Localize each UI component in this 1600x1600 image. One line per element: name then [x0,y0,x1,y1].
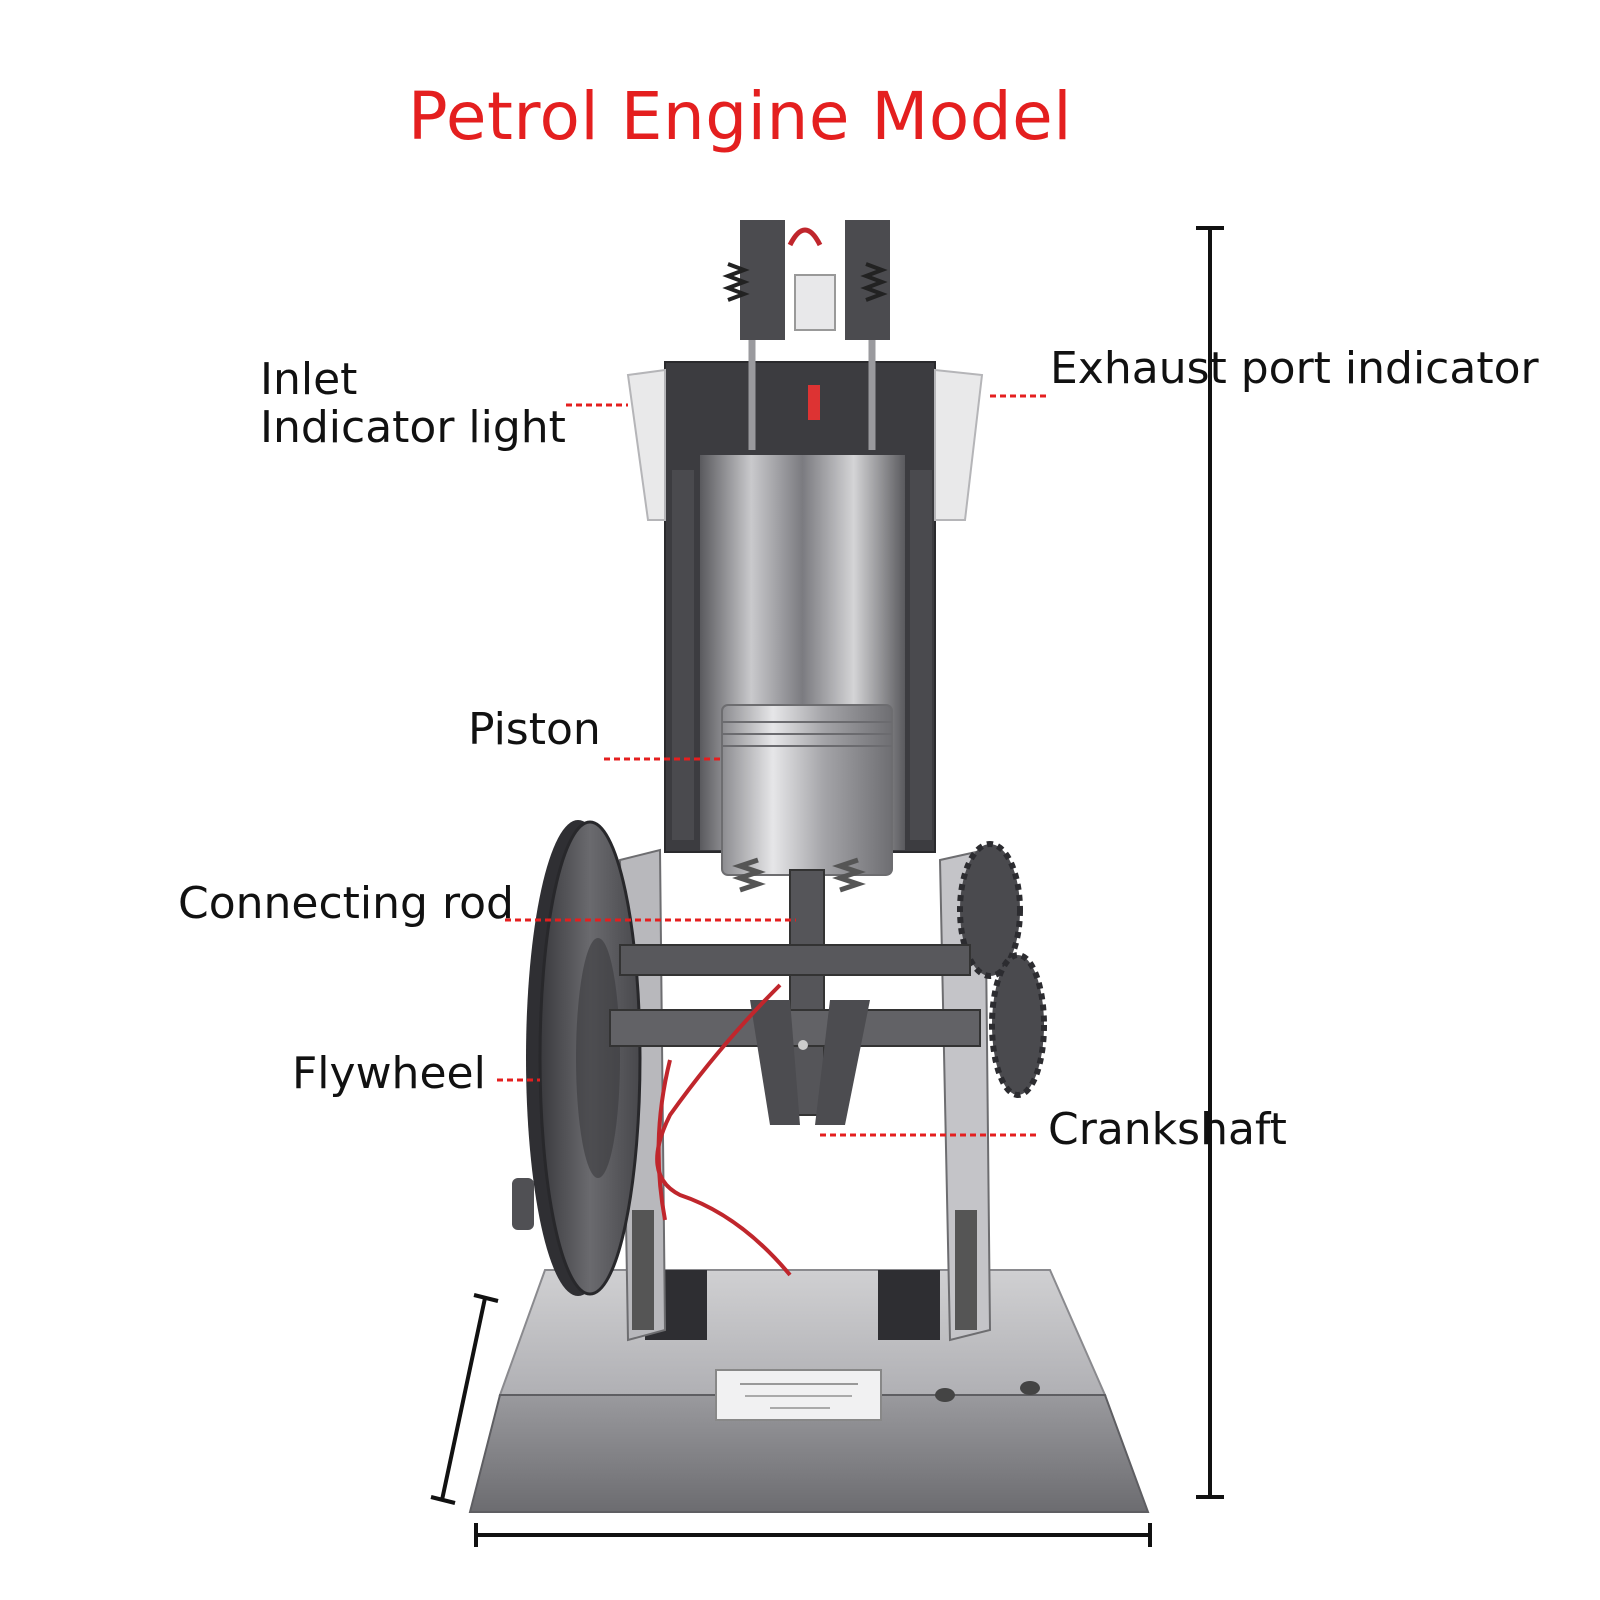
page-title: Petrol Engine Model [407,78,1073,155]
label-exhaust-port-indicator: Exhaust port indicator [1050,343,1539,394]
label-piston: Piston [468,704,601,755]
crankshaft-graphic [609,944,981,1125]
inlet-indicator-housing [626,368,666,521]
gears-graphic [957,841,1047,1098]
flywheel-graphic [512,820,642,1296]
base-plate [468,1269,1150,1513]
exhaust-indicator-housing [934,368,984,521]
label-inlet-indicator-light: Inlet Indicator light [260,356,566,452]
piston-graphic [721,704,893,876]
label-crankshaft: Crankshaft [1048,1104,1287,1155]
label-inlet-line1: Inlet [260,354,358,405]
depth-dimension-line [440,1297,487,1501]
label-flywheel: Flywheel [292,1048,486,1099]
dimension-lines [430,226,1224,1547]
label-connecting-rod: Connecting rod [178,878,514,929]
label-inlet-line2: Indicator light [260,402,566,453]
